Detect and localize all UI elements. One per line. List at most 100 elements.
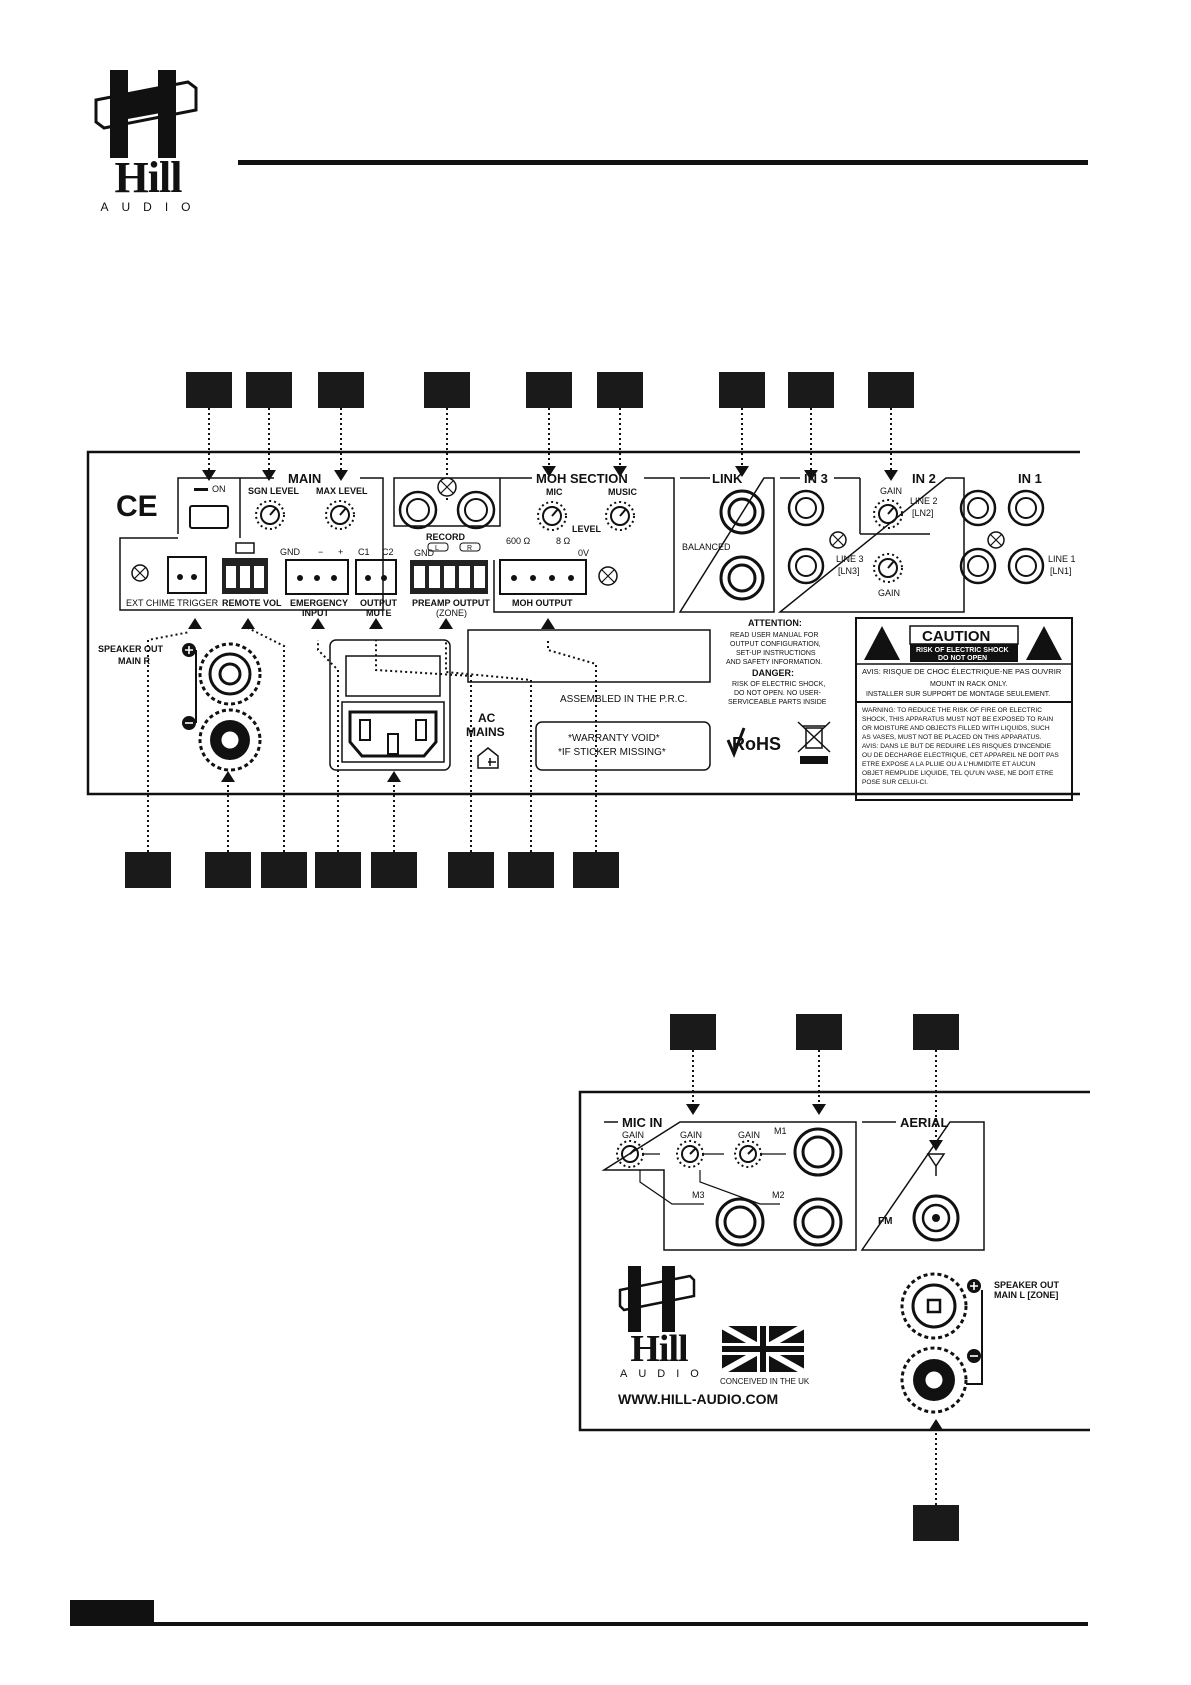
in2-line-label: LINE 2 xyxy=(910,496,938,506)
link-section-frame xyxy=(678,477,775,613)
in1-rca-jack-top[interactable] xyxy=(1007,489,1045,527)
footer-rule xyxy=(154,1622,1088,1626)
shock-warning-icon xyxy=(864,626,900,660)
house-icon xyxy=(477,747,499,769)
callout-box xyxy=(318,372,364,408)
bottom-brand-sub: AUDIO xyxy=(620,1368,710,1380)
power-switch[interactable] xyxy=(189,505,229,529)
mute-label-2: MUTE xyxy=(366,608,392,618)
iec-inlet[interactable] xyxy=(348,710,438,758)
danger-title: DANGER: xyxy=(752,668,794,678)
link-balanced-label: BALANCED xyxy=(682,542,731,552)
ac-mains-frame xyxy=(329,639,451,771)
ext-chime-terminal[interactable] xyxy=(167,556,207,594)
aerial-section-frame xyxy=(860,1121,985,1251)
emergency-input-terminal[interactable] xyxy=(285,559,349,595)
speaker-out-r-label-1: SPEAKER OUT xyxy=(98,644,164,654)
hill-logo-mark-icon xyxy=(94,70,198,158)
mute-c1-label: C1 xyxy=(358,547,370,557)
mic-m2-label: M2 xyxy=(772,1190,785,1200)
footer-tab xyxy=(70,1600,154,1626)
callout-box xyxy=(913,1014,959,1050)
ext-chime-screw-icon xyxy=(131,564,149,582)
aerial-fm-label: FM xyxy=(878,1216,892,1227)
sgn-level-knob[interactable] xyxy=(255,500,285,530)
moh-output-label: MOH OUTPUT xyxy=(512,598,573,608)
link-jack-1[interactable] xyxy=(719,489,765,535)
in1-line-label: LINE 1 xyxy=(1048,554,1076,564)
mic-gain-knob-2[interactable] xyxy=(676,1140,704,1168)
remote-vol-label: REMOTE VOL xyxy=(222,598,282,608)
mic-m1-jack[interactable] xyxy=(793,1127,843,1177)
output-mute-terminal[interactable] xyxy=(355,559,397,595)
warning-line-4: AS VASES, MUST NOT BE PLACED ON THIS APP… xyxy=(862,734,1042,741)
header-logo: Hill AUDIO xyxy=(92,68,204,218)
caution-avis: AVIS: RISQUE DE CHOC ÉLECTRIQUE-NE PAS O… xyxy=(862,667,1062,676)
in2-rca-jack-top[interactable] xyxy=(959,489,997,527)
sgn-level-label: SGN LEVEL xyxy=(248,486,300,496)
speaker-out-r-minus-post[interactable] xyxy=(198,708,262,772)
moh-music-knob[interactable] xyxy=(605,501,635,531)
brand-sub: AUDIO xyxy=(100,200,204,214)
callout-box xyxy=(573,852,619,888)
mic-in-section-frame xyxy=(601,1121,857,1251)
moh-600-label: 600 Ω xyxy=(506,536,531,546)
in3-gain-knob[interactable] xyxy=(873,553,903,583)
in1-ln-label: [LN1] xyxy=(1050,566,1072,576)
in3-rca-jack-bottom[interactable] xyxy=(787,547,825,585)
attention-line-1: READ USER MANUAL FOR xyxy=(730,632,818,639)
speaker-out-l-label-2: MAIN L [ZONE] xyxy=(994,1290,1058,1300)
fuse-holder[interactable] xyxy=(345,655,441,697)
callout-box xyxy=(597,372,643,408)
antenna-icon xyxy=(926,1153,946,1176)
record-l-rca-jack[interactable] xyxy=(398,490,438,530)
bottom-brand-name: Hill xyxy=(630,1328,688,1370)
attention-line-3: SET-UP INSTRUCTIONS xyxy=(736,650,816,657)
fm-aerial-connector[interactable] xyxy=(912,1194,960,1242)
speaker-out-l-label-1: SPEAKER OUT xyxy=(994,1280,1060,1290)
callout-box xyxy=(125,852,171,888)
moh-8-label: 8 Ω xyxy=(556,536,571,546)
record-title: RECORD xyxy=(426,532,466,542)
rack-line-1: MOUNT IN RACK ONLY. xyxy=(930,681,1007,688)
in2-gain-knob[interactable] xyxy=(873,499,903,529)
mic-m2-jack[interactable] xyxy=(793,1197,843,1247)
in2-rca-jack-bottom[interactable] xyxy=(959,547,997,585)
max-level-knob[interactable] xyxy=(325,500,355,530)
mic-m3-jack[interactable] xyxy=(715,1197,765,1247)
attention-line-2: OUTPUT CONFIGURATION, xyxy=(730,641,821,648)
iec-inlet-frame xyxy=(341,701,445,763)
emergency-label-2: INPUT xyxy=(302,608,330,618)
moh-output-terminal[interactable] xyxy=(499,559,587,595)
danger-line-3: SERVICEABLE PARTS INSIDE xyxy=(728,699,827,706)
speaker-out-r-label-2: MAIN R xyxy=(118,656,150,666)
callout-box xyxy=(526,372,572,408)
rohs-check-icon xyxy=(726,727,746,758)
link-jack-2[interactable] xyxy=(719,555,765,601)
in1-rca-jack-bottom[interactable] xyxy=(1007,547,1045,585)
record-r-label: R xyxy=(467,545,472,552)
speaker-out-r-plus-post[interactable] xyxy=(198,642,262,706)
moh-music-label: MUSIC xyxy=(608,487,638,497)
moh-mic-knob[interactable] xyxy=(537,501,567,531)
callout-box xyxy=(371,852,417,888)
mic-gain-knob-1[interactable] xyxy=(616,1140,644,1168)
moh-screw-icon xyxy=(598,566,618,586)
speaker-out-l-minus-post[interactable] xyxy=(900,1346,968,1414)
callout-box xyxy=(796,1014,842,1050)
header-rule xyxy=(238,160,1088,165)
link-title: LINK xyxy=(712,471,743,486)
danger-line-2: DO NOT OPEN. NO USER- xyxy=(734,690,822,697)
record-r-rca-jack[interactable] xyxy=(456,490,496,530)
main-title: MAIN xyxy=(288,471,321,486)
mic3-gain-label: GAIN xyxy=(738,1130,760,1140)
record-l-label: L xyxy=(435,545,439,552)
in2-gain-label: GAIN xyxy=(880,486,902,496)
mic-gain-knob-3[interactable] xyxy=(734,1140,762,1168)
brand-name: Hill xyxy=(114,153,183,202)
callout-box xyxy=(719,372,765,408)
callout-box xyxy=(315,852,361,888)
in3-rca-jack-top[interactable] xyxy=(787,489,825,527)
speaker-out-l-plus-post[interactable] xyxy=(900,1272,968,1340)
warning-line-8: OBJET REMPLIDE LIQUIDE, TEL QU'UN VASE, … xyxy=(862,770,1054,777)
